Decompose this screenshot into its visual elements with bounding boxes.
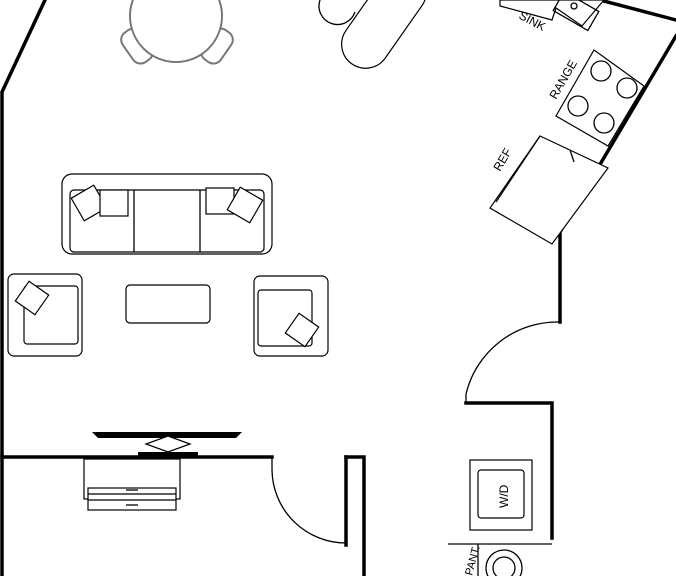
west-wall: [0, 0, 47, 576]
northeast-wall: [597, 0, 676, 22]
sofa-pillow-2: [99, 189, 129, 217]
doors: [271, 321, 561, 544]
armchair-left-pillow: [14, 280, 50, 316]
range-burner-3: [567, 95, 589, 117]
armchair-right: [253, 275, 329, 357]
coffee-table: [125, 284, 211, 324]
range-burner-1: [590, 60, 612, 82]
washer-dryer-label: W/D: [497, 484, 511, 508]
armchair-left: [7, 273, 83, 357]
pantry-label: PANT.: [463, 544, 482, 576]
island-bench: [341, 0, 427, 69]
range-burner-2: [616, 77, 638, 99]
refrigerator-handle: [569, 149, 575, 163]
washer-dryer-door: [477, 469, 525, 519]
range-counter: [555, 49, 645, 147]
bedroom-door-swing: [271, 469, 347, 544]
sofa-pillow-4: [226, 186, 264, 224]
dresser-base: [87, 487, 177, 511]
pantry: PANT.: [463, 544, 523, 576]
water-heater: [485, 549, 523, 576]
sink-drain-icon: [570, 2, 578, 10]
tv-stand-diamond: [144, 435, 192, 453]
bedroom-east-wall: [344, 455, 366, 576]
bedroom-dresser: [83, 458, 181, 511]
refrigerator: [489, 135, 609, 245]
stool: [318, 0, 356, 26]
refrigerator-door-line: [495, 135, 541, 203]
dining-table: [129, 0, 223, 63]
kitchen: SINK RANGE REF: [489, 0, 645, 245]
dining-set: [120, 0, 234, 65]
washer-dryer: W/D: [469, 459, 533, 531]
entry-door-swing: [465, 321, 561, 395]
water-heater-inner: [492, 556, 516, 576]
ref-label: REF: [490, 146, 514, 174]
armchair-right-pillow: [284, 312, 320, 348]
sofa: [61, 173, 273, 255]
kitchen-bench: [318, 0, 427, 69]
laundry-wall: [464, 401, 554, 540]
sink-counter: [499, 0, 605, 27]
tv-screen: [92, 432, 242, 438]
tv-unit: [92, 432, 242, 456]
tv-base: [138, 452, 198, 456]
sink-basin: [552, 0, 600, 32]
range-burner-4: [593, 112, 615, 134]
